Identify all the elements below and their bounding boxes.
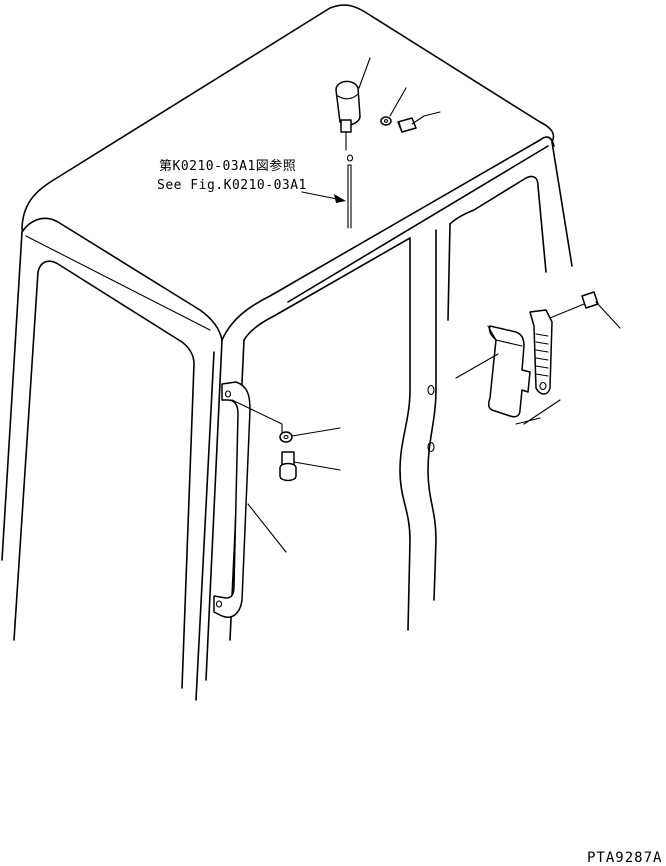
lamp-icon (335, 57, 371, 162)
washer-icon (380, 87, 407, 126)
latch-bracket-icon (455, 325, 541, 425)
note-line-jp: 第K0210-03A1図参照 (159, 158, 296, 174)
reference-note: 第K0210-03A1図参照 See Fig.K0210-03A1 (157, 158, 346, 203)
washer-icon (279, 427, 341, 443)
bolt-icon (279, 451, 341, 482)
door-stopper-icon (523, 309, 561, 425)
cable (347, 164, 352, 229)
drawing-code: PTA9287A (587, 850, 662, 866)
bolt-icon (397, 111, 441, 133)
handrail-icon (213, 381, 287, 618)
arrow-icon (334, 194, 346, 203)
bolt-icon (549, 291, 621, 329)
cab-outline (1, 4, 573, 701)
note-line-en: See Fig.K0210-03A1 (157, 178, 307, 193)
